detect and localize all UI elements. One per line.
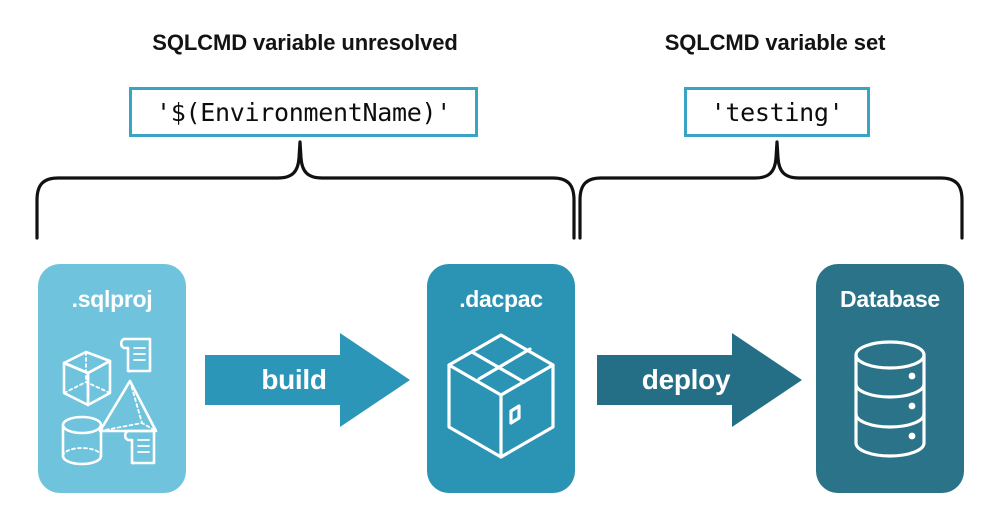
dacpac-artwork [447, 333, 555, 459]
arrow-deploy[interactable]: deploy [597, 330, 807, 430]
node-sqlproj-label: .sqlproj [71, 286, 153, 312]
node-database-label: Database [840, 286, 940, 312]
group-title-set: SQLCMD variable set [664, 30, 886, 55]
scroll-icon [119, 337, 152, 373]
sqlproj-artwork [61, 337, 158, 466]
brace-right [578, 140, 964, 240]
node-database[interactable]: Database [816, 264, 964, 493]
package-box-icon [447, 333, 555, 459]
database-artwork [854, 340, 926, 458]
node-dacpac[interactable]: .dacpac [427, 264, 575, 493]
node-dacpac-label: .dacpac [459, 286, 543, 312]
node-sqlproj[interactable]: .sqlproj [38, 264, 186, 493]
arrow-build-shape [205, 333, 410, 427]
scroll-icon [123, 429, 156, 465]
code-value-box-set: 'testing' [684, 87, 870, 137]
database-status-dots [908, 372, 916, 440]
brace-group [35, 140, 964, 240]
arrow-build[interactable]: build [205, 330, 415, 430]
arrow-deploy-shape [597, 333, 802, 427]
brace-left [35, 140, 576, 240]
database-cylinder-icon [854, 340, 926, 458]
code-value-box-unresolved: '$(EnvironmentName)' [129, 87, 478, 137]
pyramid-icon [98, 379, 158, 433]
group-title-unresolved: SQLCMD variable unresolved [152, 30, 458, 55]
cube-icon [62, 350, 112, 407]
cylinder-icon [61, 415, 103, 466]
